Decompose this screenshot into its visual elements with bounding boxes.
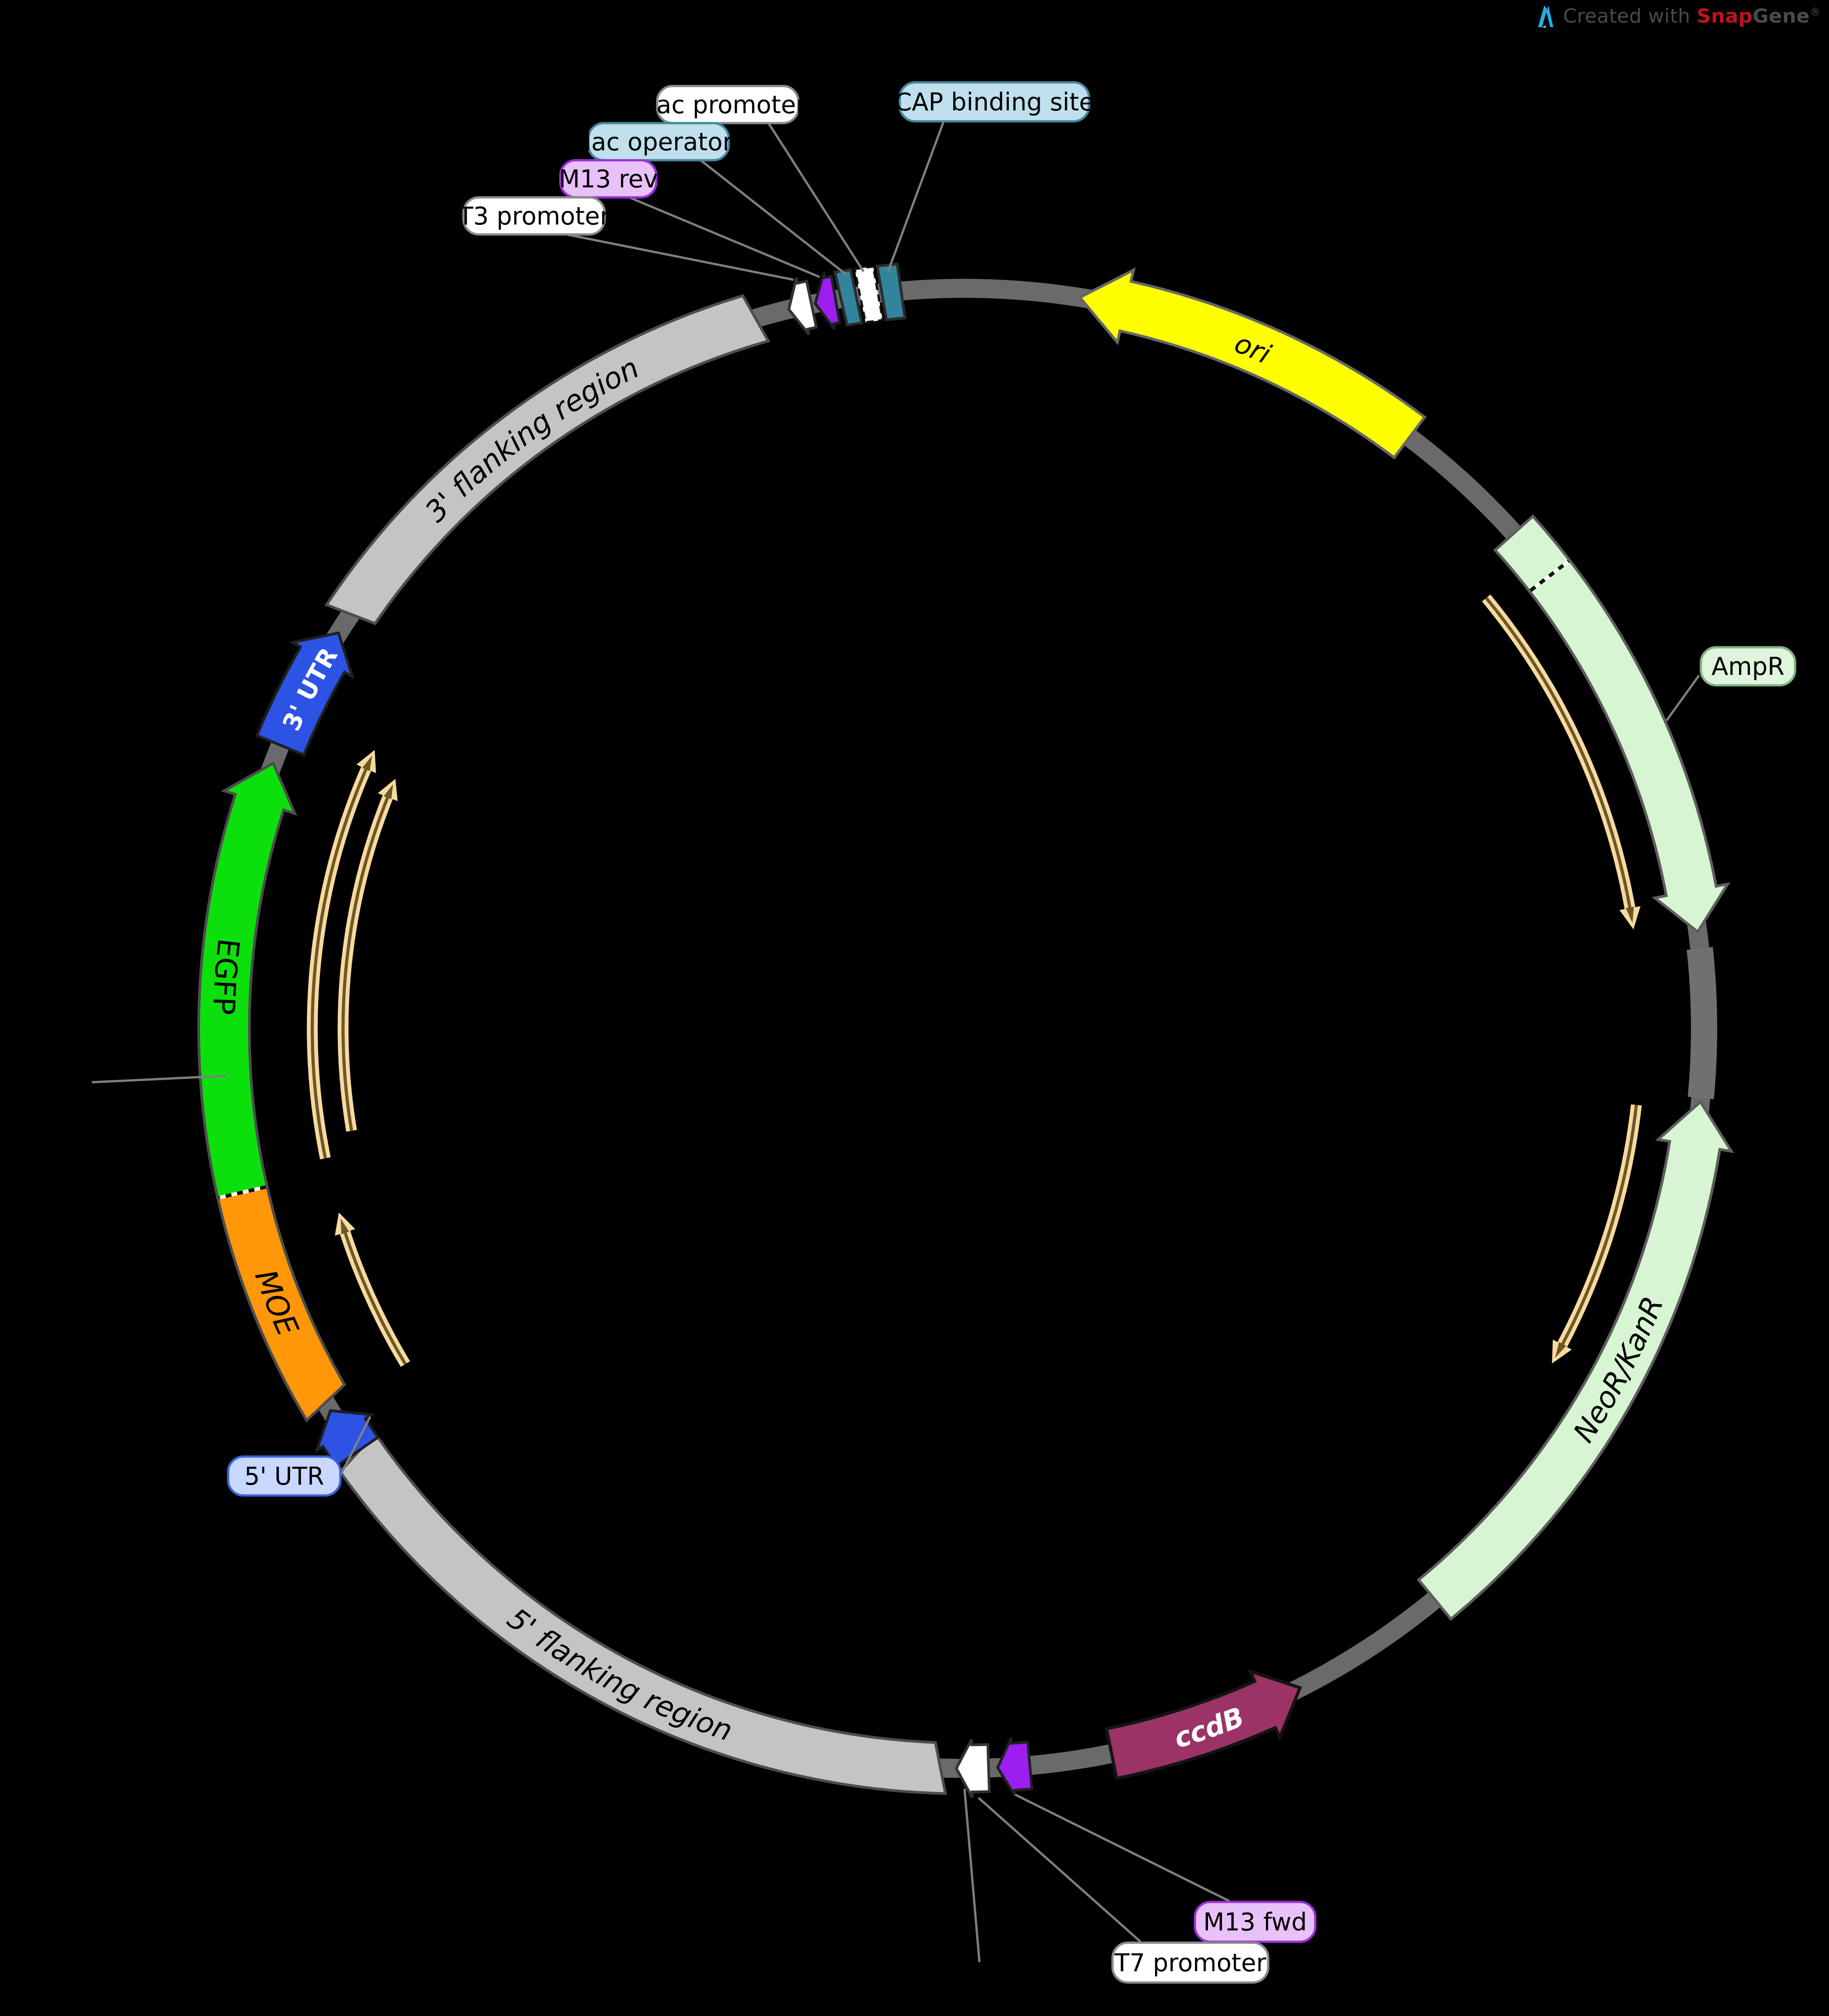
callout-box-lac-promoter[interactable] <box>656 85 800 124</box>
callout-label-m13-fwd[interactable]: M13 fwd <box>1194 1901 1317 1943</box>
feature-three-utr[interactable] <box>255 631 355 757</box>
callout-line-ampr <box>1665 674 1700 721</box>
feature-t3-promoter-arrow[interactable] <box>787 277 818 335</box>
feature-m13-fwd-arrow[interactable] <box>996 1737 1034 1796</box>
feature-lac-promoter-box[interactable] <box>853 265 884 324</box>
callout-label-t7-promoter[interactable]: T7 promoter <box>1111 1941 1270 1984</box>
feature-egfp[interactable] <box>197 761 297 1200</box>
watermark-prefix: Created with <box>1563 5 1697 28</box>
orf-right-neor-core <box>1561 1104 1638 1346</box>
orf-left-short-outline <box>339 1230 410 1367</box>
callout-line-m13-rev <box>629 196 820 278</box>
callout-label-ampr[interactable]: AmpR <box>1700 646 1796 687</box>
snapgene-logo-icon <box>1538 5 1553 28</box>
callout-text-m13-rev: M13 rev <box>559 165 658 193</box>
callout-line-t7-promoter <box>978 1797 1141 1943</box>
callout-box-m13-rev[interactable] <box>559 159 658 199</box>
orf-left-outer-core <box>310 768 368 1159</box>
orf-right-neor-head-core <box>1555 1342 1566 1358</box>
watermark-registered: ® <box>1810 5 1821 19</box>
stray-line-bottom <box>963 1788 981 1963</box>
ampr-divider <box>1529 559 1570 592</box>
arc-label-egfp: EGFP <box>206 937 246 1016</box>
feature-m13-rev-arrow[interactable] <box>813 272 841 330</box>
orf-left-inner-core <box>341 796 390 1131</box>
callout-label-lac-operator[interactable]: lac operator <box>584 122 733 162</box>
callout-text-t3-promoter: T3 promoter <box>458 202 610 230</box>
orf-left-outer-outline <box>306 766 372 1160</box>
callout-box-t3-promoter[interactable] <box>462 196 606 236</box>
callout-label-cap-binding-site[interactable]: CAP binding site <box>895 81 1094 123</box>
callout-text-ampr: AmpR <box>1711 652 1784 681</box>
callout-box-ampr[interactable] <box>1700 646 1796 687</box>
callout-text-lac-operator: lac operator <box>584 128 733 156</box>
feature-lac-operator-box[interactable] <box>833 268 864 327</box>
orf-left-outer-head-core <box>362 755 372 771</box>
callout-label-five-utr[interactable]: 5' UTR <box>227 1455 342 1497</box>
callout-line-m13-fwd <box>1014 1793 1230 1902</box>
moe-egfp-divider <box>219 1185 267 1199</box>
orf-left-inner-outline <box>338 794 393 1132</box>
orf-right-ampr-core <box>1485 597 1632 909</box>
callout-box-t7-promoter[interactable] <box>1111 1941 1270 1984</box>
callout-line-cap-binding-site <box>887 121 945 272</box>
callout-box-cap-binding-site[interactable] <box>898 81 1090 123</box>
feature-five-flanking-region[interactable] <box>338 1431 947 1795</box>
callout-label-m13-rev[interactable]: M13 rev <box>559 159 658 199</box>
feature-neor-kanr[interactable] <box>1417 1099 1734 1621</box>
feature-three-flanking-region[interactable] <box>324 294 770 626</box>
callout-text-m13-fwd: M13 fwd <box>1203 1908 1307 1936</box>
orf-left-short-core <box>343 1231 407 1365</box>
callout-text-t7-promoter: T7 promoter <box>1114 1949 1266 1977</box>
callout-text-cap-binding-site: CAP binding site <box>895 88 1094 116</box>
callout-line-t3-promoter <box>566 233 794 281</box>
orf-left-short-head-core <box>340 1218 349 1234</box>
feature-ampr-gene[interactable] <box>1493 514 1731 934</box>
callout-line-lac-promoter <box>767 122 865 272</box>
snapgene-watermark: Created with SnapGene® <box>1533 5 1821 28</box>
callout-line-five-utr <box>340 1416 372 1475</box>
callout-text-lac-promoter: lac promoter <box>649 91 806 119</box>
callout-text-five-utr: 5' UTR <box>244 1462 324 1491</box>
orf-left-inner-head-core <box>383 784 393 799</box>
watermark-brand-gene: Gene <box>1753 5 1810 28</box>
watermark-text: Created with SnapGene® <box>1563 5 1821 28</box>
callout-box-lac-operator[interactable] <box>587 122 730 162</box>
callout-label-lac-promoter[interactable]: lac promoter <box>649 85 807 124</box>
arc-label-five-flanking-region: 5' flanking region <box>501 1602 736 1748</box>
orf-right-ampr-head-core <box>1626 907 1634 923</box>
arc-label-three-flanking-region: 3' flanking region <box>419 351 645 529</box>
stray-line-left <box>91 1075 225 1084</box>
callout-label-t3-promoter[interactable]: T3 promoter <box>458 196 610 236</box>
backbone-thick-right <box>1686 947 1718 1099</box>
callout-line-lac-operator <box>700 159 847 276</box>
watermark-brand-snap: Snap <box>1696 5 1753 28</box>
feature-ccdb[interactable] <box>1104 1668 1302 1781</box>
feature-t7-promoter-arrow[interactable] <box>955 1739 991 1798</box>
feature-ori[interactable] <box>1078 267 1427 460</box>
callout-box-five-utr[interactable] <box>227 1455 342 1497</box>
